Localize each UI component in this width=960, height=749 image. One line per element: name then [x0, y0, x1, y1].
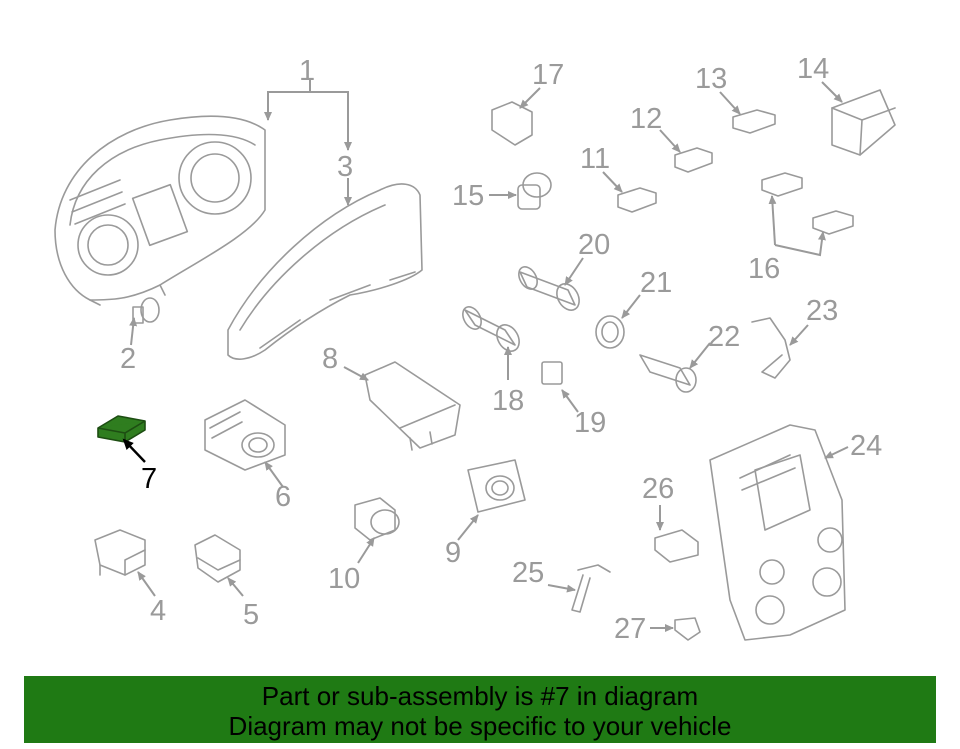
callout-19: 19	[574, 407, 606, 439]
banner-line-1: Part or sub-assembly is #7 in diagram	[261, 681, 699, 711]
callout-11: 11	[580, 143, 610, 175]
connector-27-part	[674, 617, 701, 641]
callout-15: 15	[452, 180, 484, 212]
banner-line-2: Diagram may not be specific to your vehi…	[228, 711, 732, 741]
screw-part	[132, 297, 160, 324]
callout-18: 18	[492, 385, 524, 417]
callout-27: 27	[614, 613, 646, 645]
harness-23-part	[751, 317, 791, 379]
callout-10: 10	[328, 563, 360, 595]
module-26-part	[654, 529, 699, 563]
ring-21-part	[595, 315, 625, 349]
callout-14: 14	[797, 53, 829, 85]
part-7-highlighted	[97, 415, 146, 443]
callout-5: 5	[243, 599, 259, 631]
switch-6-part	[204, 399, 286, 471]
cluster-bezel-part	[227, 183, 423, 360]
callout-12: 12	[630, 103, 662, 135]
callout-4: 4	[150, 595, 166, 627]
switch-16-part	[761, 172, 854, 235]
callout-2: 2	[120, 343, 136, 375]
antenna-25-part	[571, 564, 611, 613]
callout-13: 13	[695, 63, 727, 95]
radio-panel-24-part	[709, 424, 846, 641]
module-14-part	[831, 89, 896, 156]
bin-8-part	[364, 361, 461, 451]
callout-23: 23	[806, 295, 838, 327]
callout-labels: 1 2 3 4 5 6 7 8 9 10 11 12 13 14 15 16 1…	[120, 53, 882, 645]
callout-17: 17	[532, 59, 564, 91]
callout-25: 25	[512, 557, 544, 589]
callout-3: 3	[337, 151, 353, 183]
switch-4-part	[94, 529, 146, 576]
sensor-22-part	[639, 354, 697, 393]
clip-17-part	[491, 101, 533, 146]
outlet-9-part	[467, 459, 526, 513]
callout-22: 22	[708, 321, 740, 353]
callout-7: 7	[141, 463, 157, 495]
callout-20: 20	[578, 229, 610, 261]
callout-26: 26	[642, 473, 674, 505]
callout-8: 8	[322, 343, 338, 375]
switch-12-part	[674, 147, 713, 173]
switch-5-part	[194, 534, 241, 583]
connector-15-part	[517, 172, 552, 210]
instrument-cluster-part	[54, 115, 266, 306]
callout-6: 6	[275, 481, 291, 513]
socket-20-part	[518, 266, 580, 311]
clip-19-part	[541, 361, 563, 385]
button-10-part	[354, 497, 400, 541]
diagram-info-banner: Part or sub-assembly is #7 in diagram Di…	[24, 676, 936, 743]
socket-18-part	[462, 306, 520, 352]
switch-11-part	[617, 187, 657, 213]
callout-1: 1	[299, 55, 315, 87]
leader-lines	[122, 80, 849, 632]
switch-13-part	[732, 109, 776, 134]
callout-21: 21	[640, 267, 672, 299]
parts-diagram: 1 2 3 4 5 6 7 8 9 10 11 12 13 14 15 16 1…	[54, 53, 896, 645]
callout-24: 24	[850, 430, 882, 462]
callout-16: 16	[748, 253, 780, 285]
callout-9: 9	[445, 537, 461, 569]
